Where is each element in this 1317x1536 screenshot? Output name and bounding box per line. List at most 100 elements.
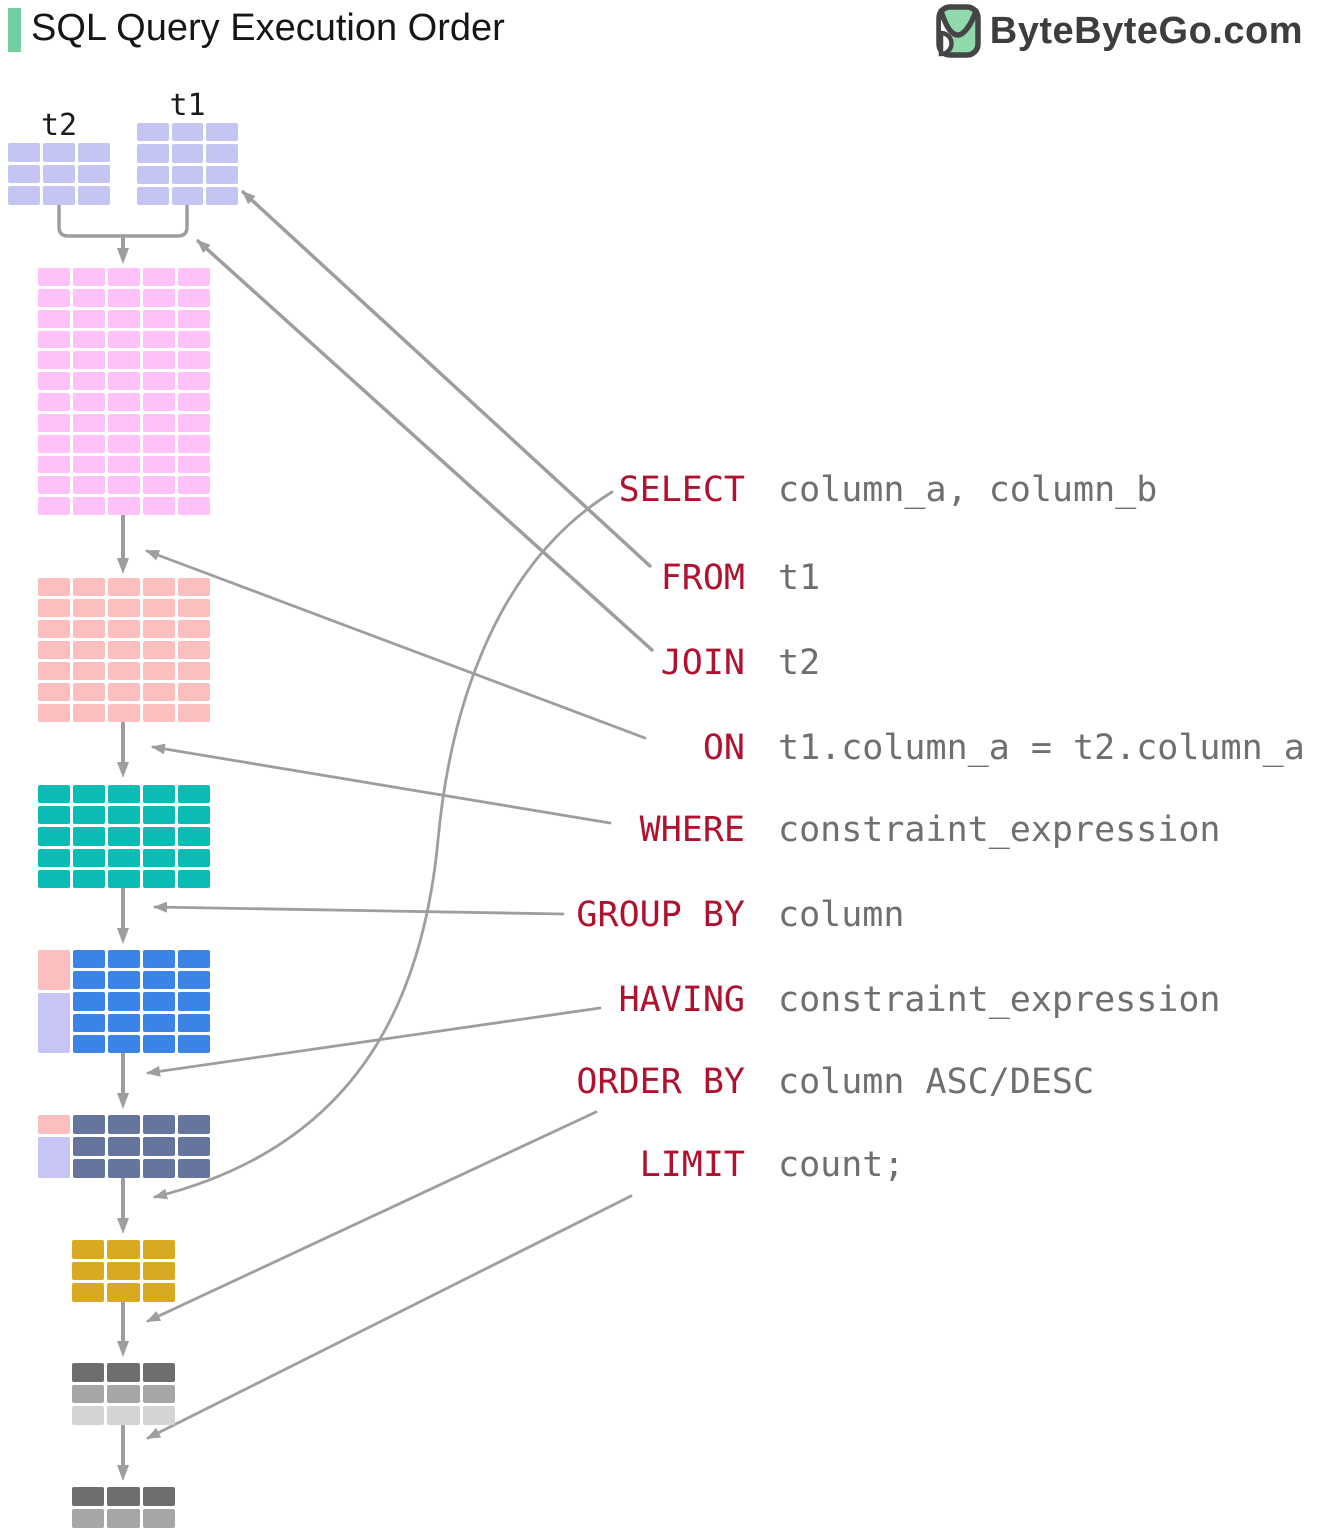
table-cell bbox=[178, 372, 210, 390]
pointer-where bbox=[151, 743, 612, 825]
table-cell bbox=[143, 455, 175, 474]
table-cell bbox=[143, 806, 175, 825]
table-cell bbox=[143, 288, 175, 307]
table-cell bbox=[108, 476, 140, 495]
table-cell bbox=[73, 372, 105, 390]
group-key-column bbox=[38, 950, 70, 1053]
table-cell bbox=[206, 165, 238, 184]
sql-keyword: JOIN bbox=[660, 643, 745, 683]
sql-args: t2 bbox=[778, 643, 821, 683]
table-cell bbox=[38, 288, 70, 307]
table-cell bbox=[108, 330, 140, 349]
table-cell bbox=[178, 1013, 210, 1032]
table-cell bbox=[178, 476, 210, 495]
table-cell bbox=[38, 683, 70, 701]
table-cell bbox=[108, 950, 140, 969]
table-cell bbox=[108, 497, 140, 515]
table-cell bbox=[108, 662, 140, 680]
table-cell bbox=[73, 434, 105, 453]
table-cell bbox=[143, 785, 175, 804]
table-cell bbox=[178, 683, 210, 701]
pointer-on bbox=[145, 549, 647, 740]
sql-args: column_a, column_b bbox=[778, 470, 1158, 510]
table-cell bbox=[143, 351, 175, 370]
table-cell bbox=[73, 1159, 105, 1178]
bytebytego-logo-icon bbox=[936, 4, 981, 58]
table-cell bbox=[143, 950, 175, 969]
table-cell bbox=[108, 1137, 140, 1156]
pointer-limit bbox=[146, 1194, 633, 1440]
table-grid bbox=[72, 1487, 175, 1528]
table-cell bbox=[73, 683, 105, 701]
table-cell bbox=[206, 123, 238, 142]
table-cell bbox=[38, 599, 70, 617]
table-cell bbox=[108, 704, 140, 722]
table-cell bbox=[38, 372, 70, 390]
pointer-having bbox=[146, 1006, 602, 1077]
table-cell bbox=[143, 578, 175, 596]
table-grid bbox=[72, 1240, 175, 1302]
pointer-join bbox=[196, 239, 654, 652]
table-cell bbox=[38, 848, 70, 867]
table-cell bbox=[38, 351, 70, 370]
table-cell bbox=[143, 393, 175, 411]
table-grid bbox=[72, 1363, 175, 1425]
table-cell bbox=[108, 351, 140, 370]
table-cell bbox=[73, 848, 105, 867]
table-cell bbox=[178, 599, 210, 617]
table-cell bbox=[8, 186, 40, 205]
table-cell bbox=[108, 827, 140, 846]
table-cell bbox=[73, 1137, 105, 1156]
table-cell bbox=[38, 827, 70, 846]
table-cell bbox=[108, 806, 140, 825]
table-cell bbox=[73, 288, 105, 307]
table-cell bbox=[143, 869, 175, 888]
table-limit-result bbox=[72, 1487, 175, 1528]
table-cell bbox=[178, 578, 210, 596]
table-cell bbox=[108, 992, 140, 1011]
group-key-cell bbox=[38, 950, 70, 990]
table-cell bbox=[143, 1013, 175, 1032]
table-grid bbox=[137, 123, 238, 205]
table-cell bbox=[178, 309, 210, 328]
table-cell bbox=[38, 268, 70, 286]
table-cell bbox=[72, 1240, 105, 1259]
sql-keyword: WHERE bbox=[639, 810, 745, 850]
table-join-product bbox=[38, 268, 210, 515]
table-cell bbox=[178, 1159, 210, 1178]
pointer-select bbox=[153, 490, 614, 1200]
table-cell bbox=[178, 641, 210, 659]
table-cell bbox=[108, 1115, 140, 1134]
table-order-result bbox=[72, 1363, 175, 1425]
table-cell bbox=[178, 268, 210, 286]
table-cell bbox=[178, 351, 210, 370]
table-cell bbox=[178, 434, 210, 453]
table-cell bbox=[43, 186, 75, 205]
table-cell bbox=[38, 662, 70, 680]
table-select-result bbox=[72, 1240, 175, 1302]
table-cell bbox=[72, 1487, 105, 1506]
table-cell bbox=[108, 641, 140, 659]
pointer-group-by bbox=[153, 901, 565, 916]
table-grid bbox=[38, 268, 210, 515]
table-cell bbox=[8, 143, 40, 162]
sql-keyword: HAVING bbox=[618, 980, 745, 1020]
sql-args: t1.column_a = t2.column_a bbox=[778, 728, 1305, 768]
table-cell bbox=[178, 288, 210, 307]
table-cell bbox=[107, 1384, 140, 1404]
table-cell bbox=[73, 827, 105, 846]
table-cell bbox=[178, 393, 210, 411]
table-cell bbox=[72, 1283, 105, 1302]
sql-line-join: JOIN t2 bbox=[0, 640, 1317, 686]
table-cell bbox=[178, 785, 210, 804]
table-cell bbox=[73, 309, 105, 328]
pointer-from bbox=[241, 190, 652, 568]
table-cell bbox=[73, 992, 105, 1011]
table-cell bbox=[73, 351, 105, 370]
sql-args: t1 bbox=[778, 558, 821, 598]
